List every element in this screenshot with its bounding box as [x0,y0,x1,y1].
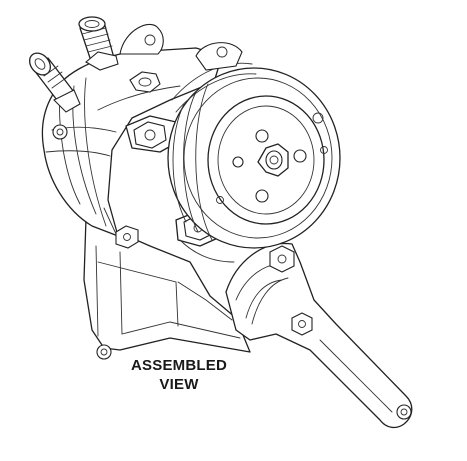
clutch-pulley [167,67,341,249]
threaded-port-top [78,16,119,71]
mounting-bracket [83,217,251,360]
assembled-view-caption: ASSEMBLED VIEW [104,356,254,394]
caption-line-2: VIEW [159,376,199,393]
caption-line-1: ASSEMBLED [131,357,227,374]
threaded-port-side [29,52,81,113]
front-housing [171,42,257,263]
adjustment-arm [225,242,413,429]
